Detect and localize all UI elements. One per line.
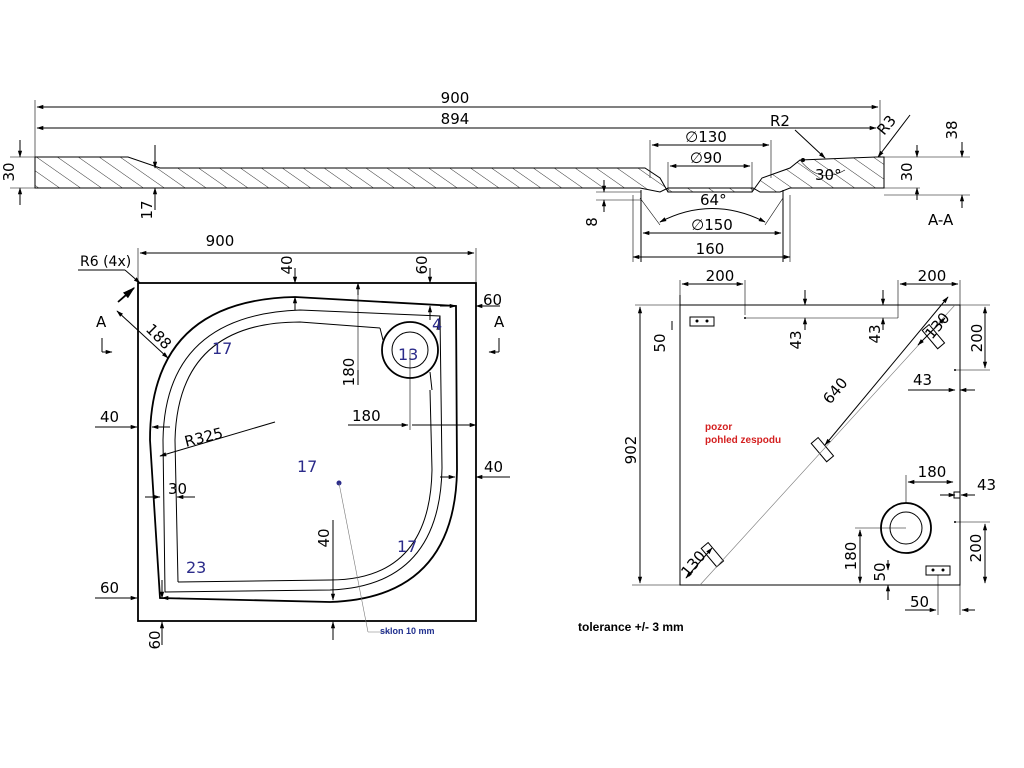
slope-label-2: 4	[432, 315, 442, 334]
radius-r2: R2	[770, 112, 790, 130]
foot-3	[810, 436, 835, 463]
tolerance-note: tolerance +/- 3 mm	[578, 620, 684, 634]
dim-bottom-v-43-b: 43	[866, 324, 884, 343]
tray-outline	[137, 282, 477, 622]
angle-30: 30°	[815, 166, 842, 184]
dim-160: 160	[696, 240, 725, 258]
radius-r325: R325	[183, 424, 225, 451]
slope-label-4: 17	[297, 457, 317, 476]
dim-right-60: 60	[483, 291, 502, 309]
slope-label-5: 17	[397, 537, 417, 556]
dim-top-900: 900	[206, 232, 235, 250]
bottom-view: 640 200 200 50 43 43 130 200	[622, 267, 996, 615]
dim-38: 38	[943, 120, 961, 139]
dim-bottom-v-200-right: 200	[968, 324, 986, 353]
section-mark-right: A	[494, 313, 505, 331]
slope-label-6: 23	[186, 558, 206, 577]
dim-bottom-v-180: 180	[842, 542, 860, 571]
dim-bottom-v-200-b: 200	[967, 534, 985, 563]
dim-bottom-60: 60	[146, 630, 164, 649]
dim-drain-180-h: 180	[352, 407, 381, 425]
dim-bottom-40: 40	[315, 528, 333, 547]
dim-diag-640: 640	[819, 374, 851, 408]
dim-bottom-v-50: 50	[651, 333, 669, 352]
dim-bottom-v-43-a: 43	[787, 330, 805, 349]
dim-left-40: 40	[100, 408, 119, 426]
slope-label-3: 13	[398, 345, 418, 364]
slope-label-1: 17	[212, 339, 232, 358]
foot-1	[689, 316, 715, 327]
dim-bottom-top-200-left: 200	[706, 267, 735, 285]
dim-top-40: 40	[278, 255, 296, 274]
bottom-outline	[679, 304, 961, 586]
top-view: 900 R6 (4x) 40 60 60 A A 188 17 4 13 17 …	[78, 232, 510, 650]
dim-17: 17	[138, 200, 156, 219]
warning-line-1: pozor	[705, 422, 732, 433]
dim-left-60: 60	[100, 579, 119, 597]
dim-diam-150: ∅150	[691, 216, 733, 234]
dim-drain-180-v: 180	[340, 358, 358, 387]
dim-bottom-h-43: 43	[913, 371, 932, 389]
dim-bottom-h-180: 180	[918, 463, 947, 481]
slope-note: sklon 10 mm	[380, 626, 435, 636]
dim-8: 8	[583, 217, 601, 227]
dim-right-40: 40	[484, 458, 503, 476]
dim-rim-30: 30	[168, 480, 187, 498]
radius-r3: R3	[873, 112, 900, 139]
dim-894: 894	[441, 110, 470, 128]
dim-bottom-h-50: 50	[910, 593, 929, 611]
warning-line-2: pohled zespodu	[705, 435, 781, 446]
section-view: 900 894 30 17 ∅130 ∅90 R2 30° R3	[0, 89, 970, 262]
section-label: A-A	[928, 211, 954, 229]
corner-radius: R6 (4x)	[80, 254, 131, 270]
dim-diam-130: ∅130	[685, 128, 727, 146]
dim-bottom-v-50-b: 50	[871, 562, 889, 581]
section-profile	[34, 156, 885, 193]
section-mark-left: A	[96, 313, 107, 331]
dim-bottom-h-43-b: 43	[977, 476, 996, 494]
dim-diam-90: ∅90	[690, 149, 722, 167]
dim-188: 188	[142, 320, 175, 353]
angle-64: 64°	[700, 191, 727, 209]
dim-left-30: 30	[0, 162, 18, 181]
dim-bottom-top-200-right: 200	[918, 267, 947, 285]
foot-5	[925, 565, 951, 576]
rim-inner	[162, 309, 443, 593]
rim-outer	[149, 296, 458, 603]
dim-bottom-902: 902	[622, 436, 640, 465]
dim-right-30: 30	[898, 162, 916, 181]
dim-900: 900	[441, 89, 470, 107]
dim-top-60: 60	[413, 255, 431, 274]
